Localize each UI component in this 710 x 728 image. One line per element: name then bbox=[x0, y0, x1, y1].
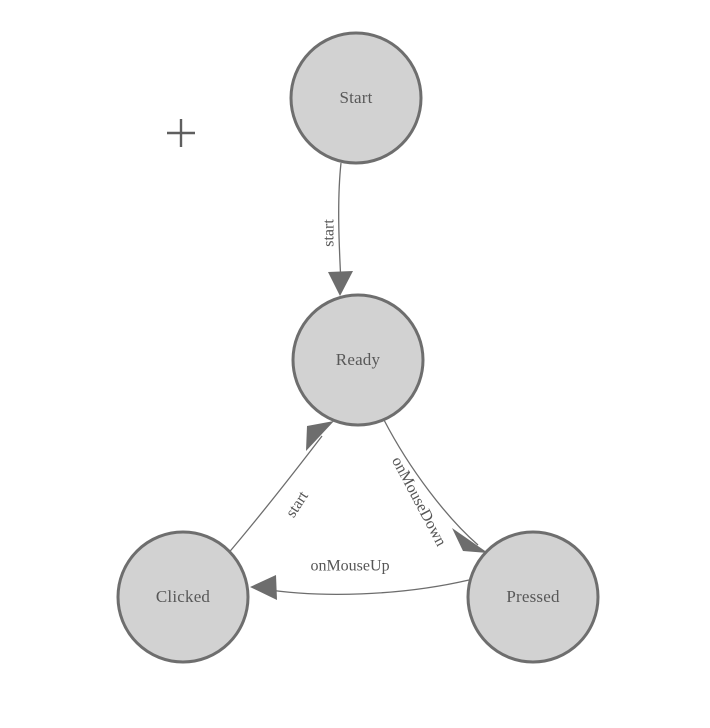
state-node-clicked-circle[interactable] bbox=[116, 530, 250, 664]
edge-label-pressed-to-clicked: onMouseUp bbox=[310, 558, 389, 575]
edge-path-pressed-to-clicked[interactable] bbox=[262, 579, 470, 595]
edge-pressed-to-clicked[interactable]: onMouseUp bbox=[250, 558, 470, 600]
state-node-clicked-label: Clicked bbox=[156, 587, 211, 606]
arrowhead-pressed-to-clicked bbox=[250, 575, 277, 600]
state-node-pressed[interactable]: Pressed bbox=[466, 530, 600, 664]
state-node-pressed-label: Pressed bbox=[506, 587, 560, 606]
state-node-clicked[interactable]: Clicked bbox=[116, 530, 250, 664]
crosshair-icon[interactable] bbox=[167, 119, 195, 147]
state-node-pressed-circle[interactable] bbox=[466, 530, 600, 664]
arrowhead-clicked-to-ready bbox=[306, 421, 334, 451]
state-node-start-label: Start bbox=[339, 88, 372, 107]
edge-label-ready-to-pressed: onMouseDown bbox=[388, 454, 449, 549]
state-node-ready-label: Ready bbox=[336, 350, 381, 369]
state-node-start[interactable]: Start bbox=[289, 31, 423, 165]
edge-clicked-to-ready[interactable]: start bbox=[225, 421, 334, 557]
node-layer: Start Ready Clicked Pressed bbox=[116, 31, 600, 664]
arrowhead-ready-to-pressed bbox=[452, 528, 488, 553]
edge-path-clicked-to-ready[interactable] bbox=[225, 435, 323, 557]
state-node-ready[interactable]: Ready bbox=[291, 293, 425, 427]
edge-label-clicked-to-ready: start bbox=[283, 488, 313, 521]
edge-path-ready-to-pressed[interactable] bbox=[383, 419, 479, 546]
edge-path-start-to-ready[interactable] bbox=[338, 162, 342, 284]
state-node-start-circle[interactable] bbox=[289, 31, 423, 165]
arrowhead-start-to-ready bbox=[328, 271, 353, 296]
edge-ready-to-pressed[interactable]: onMouseDown bbox=[383, 419, 488, 553]
edge-label-start-to-ready: start bbox=[321, 219, 338, 247]
edge-start-to-ready[interactable]: start bbox=[321, 162, 353, 296]
state-node-ready-circle[interactable] bbox=[291, 293, 425, 427]
